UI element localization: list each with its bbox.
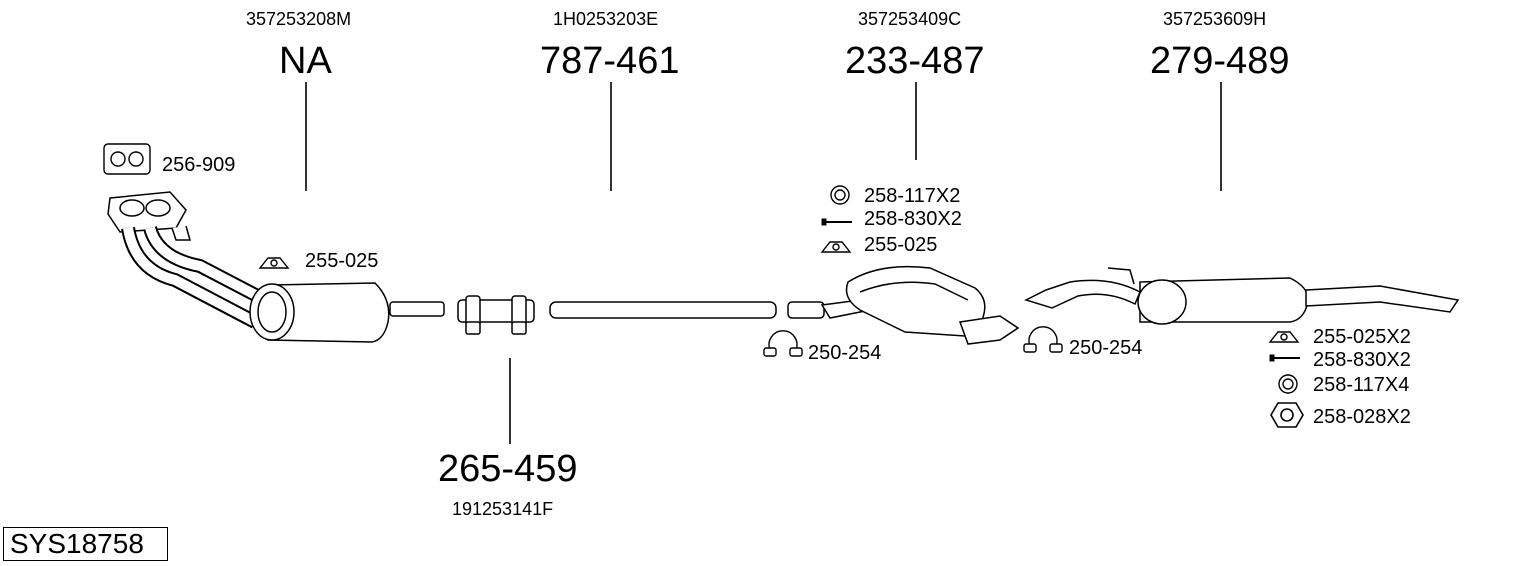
- oem-number-233-487: 357253409C: [858, 9, 962, 29]
- oem-number-na: 357253208M: [246, 9, 352, 29]
- rear-muffler-drawing: [1023, 267, 1460, 325]
- oem-number-787-461: 1H0253203E: [553, 9, 659, 29]
- front-pipe-drawing: [107, 191, 269, 329]
- label-nut-rear: 258-028X2: [1313, 406, 1411, 428]
- mount-icon-rear: [1268, 331, 1300, 343]
- oem-number-279-489: 357253609H: [1163, 9, 1267, 29]
- bolt-icon-mid: [821, 218, 852, 226]
- part-number-233-487: 233-487: [845, 40, 985, 82]
- nut-icon-rear: [1270, 402, 1304, 428]
- label-mount-rear: 255-025X2: [1313, 326, 1411, 348]
- oem-number-265-459: 191253141F: [452, 499, 554, 519]
- bolt-icon-rear: [1269, 354, 1300, 362]
- part-number-279-489: 279-489: [1150, 40, 1290, 82]
- label-bolt-rear: 258-830X2: [1313, 349, 1411, 371]
- middle-pipe-drawing: [549, 301, 777, 319]
- label-clamp-a: 250-254: [808, 342, 882, 364]
- mount-icon-front: [258, 257, 290, 269]
- ring-icon-mid: [830, 185, 850, 205]
- part-number-787-461: 787-461: [540, 40, 680, 82]
- system-code-box: SYS18758: [3, 527, 168, 561]
- centre-muffler-drawing: [787, 265, 1020, 345]
- label-mount-front: 255-025: [305, 250, 379, 272]
- connector-clamp-drawing: [457, 295, 535, 335]
- ring-icon-rear: [1278, 374, 1298, 394]
- gasket-icon: [103, 143, 151, 175]
- clamp-icon-b: [1023, 326, 1063, 353]
- label-clamp-b: 250-254: [1069, 337, 1143, 359]
- label-gasket: 256-909: [162, 154, 236, 176]
- mount-icon-mid: [820, 241, 852, 253]
- part-number-na: NA: [279, 40, 332, 82]
- label-ring-rear: 258-117X4: [1313, 374, 1410, 396]
- front-muffler-drawing: [249, 282, 445, 343]
- label-mount-mid: 255-025: [864, 234, 938, 256]
- label-bolt-mid: 258-830X2: [864, 208, 962, 230]
- clamp-icon-a: [763, 330, 803, 357]
- part-number-265-459: 265-459: [438, 448, 578, 490]
- label-ring-mid: 258-117X2: [864, 185, 961, 207]
